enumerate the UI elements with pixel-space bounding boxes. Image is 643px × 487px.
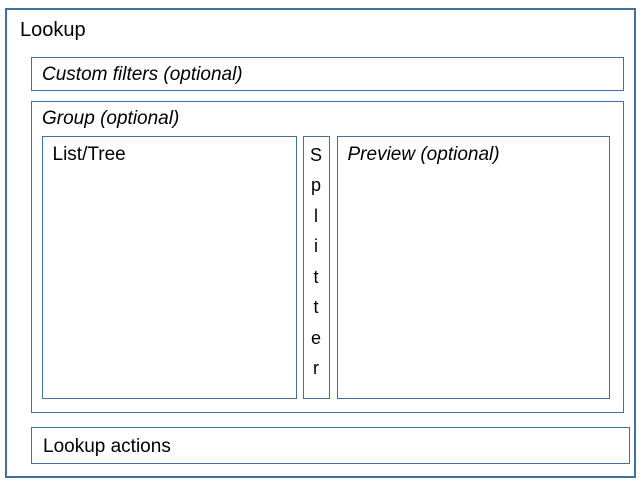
lookup-title: Lookup [20, 19, 86, 41]
splitter-letter: r [313, 358, 319, 378]
splitter-letter: t [313, 297, 319, 317]
custom-filters-box: Custom filters (optional) [31, 57, 624, 91]
splitter-box: S p l i t t e r [302, 135, 330, 399]
splitter-letter: e [310, 327, 321, 348]
group-box: Group (optional) List/Tree S p l i t t e… [31, 101, 624, 413]
splitter-letter: t [313, 266, 319, 287]
preview-box: Preview (optional) [336, 135, 610, 399]
list-tree-box: List/Tree [41, 135, 297, 399]
splitter-letter: l [314, 205, 318, 226]
splitter-letter: i [314, 236, 318, 256]
preview-label: Preview (optional) [347, 143, 500, 165]
group-label: Group (optional) [42, 108, 180, 129]
splitter-letter: p [310, 175, 321, 195]
lookup-container-box: Lookup Custom filters (optional) Group (… [5, 8, 636, 478]
custom-filters-label: Custom filters (optional) [42, 64, 243, 85]
lookup-actions-label: Lookup actions [43, 436, 171, 457]
splitter-letter: S [309, 144, 322, 165]
lookup-actions-box: Lookup actions [31, 427, 630, 464]
list-tree-label: List/Tree [52, 143, 126, 165]
